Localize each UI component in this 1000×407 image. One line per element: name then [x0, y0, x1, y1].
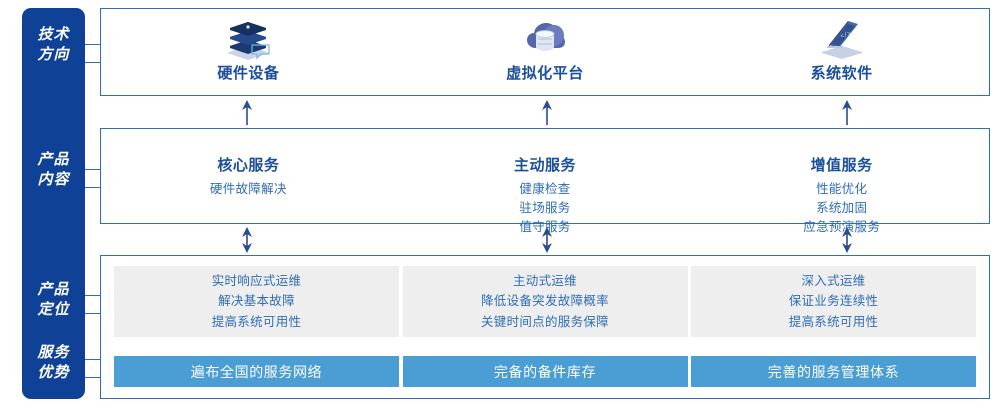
- tech-title: 系统软件: [810, 65, 873, 82]
- position-line: 实时响应式运维: [211, 274, 302, 289]
- sidebar-label-line2: 优势: [37, 363, 70, 381]
- position-line: 主动式运维: [512, 274, 577, 289]
- sidebar-rail: [22, 8, 85, 399]
- connector-stub: [85, 44, 100, 45]
- position-card[interactable]: 深入式运维 保证业务连续性 提高系统可用性: [691, 266, 976, 337]
- content-column-core-service[interactable]: 核心服务 硬件故障解决: [100, 128, 397, 224]
- connector-stub: [85, 313, 100, 314]
- sidebar-label-line2: 方向: [37, 45, 70, 63]
- sidebar-label-line2: 内容: [37, 170, 70, 188]
- sidebar-label-line2: 定位: [37, 300, 70, 318]
- sidebar-label-line1: 技术: [37, 26, 70, 43]
- sidebar-label-line1: 产品: [37, 281, 70, 298]
- position-card[interactable]: 主动式运维 降低设备突发故障概率 关键时间点的服务保障: [402, 266, 688, 337]
- tech-column-hardware[interactable]: 硬件设备: [100, 8, 397, 96]
- svg-text:</>: </>: [839, 30, 852, 40]
- position-line: 提高系统可用性: [211, 314, 302, 329]
- connector-stub: [85, 295, 100, 296]
- arrow-up-down-icon: [838, 227, 856, 258]
- tech-column-virtualization[interactable]: 虚拟化平台: [397, 8, 694, 96]
- connector-stub: [85, 359, 100, 360]
- arrow-up-icon: [238, 99, 256, 130]
- laptop-code-icon: </>: [815, 15, 869, 61]
- sidebar-label-line1: 服务: [37, 344, 70, 361]
- content-item: 系统加固: [816, 201, 868, 215]
- tech-column-system-software[interactable]: </> 系统软件: [693, 8, 990, 96]
- advantage-bar[interactable]: 完备的备件库存: [402, 356, 688, 387]
- content-item: 应急预演服务: [803, 220, 881, 234]
- product-position-row: 实时响应式运维 解决基本故障 提高系统可用性 主动式运维 降低设备突发故障概率 …: [114, 266, 976, 337]
- content-column-value-added-service[interactable]: 增值服务 性能优化 系统加固 应急预演服务: [693, 128, 990, 234]
- product-content-row: 核心服务 硬件故障解决 主动服务 健康检查 驻场服务 值守服务 增值服务 性能优…: [100, 128, 990, 235]
- cloud-database-icon: [518, 15, 572, 61]
- tech-title: 虚拟化平台: [506, 65, 584, 82]
- position-line: 深入式运维: [801, 274, 866, 289]
- content-item: 硬件故障解决: [209, 181, 287, 196]
- connector-stub: [85, 62, 100, 63]
- arrow-up-down-icon: [538, 227, 556, 258]
- connector-stub: [85, 169, 100, 170]
- content-title: 增值服务: [810, 157, 873, 174]
- arrow-up-icon: [838, 99, 856, 130]
- product-content-panel: [100, 128, 990, 224]
- sidebar-item-product-content[interactable]: 产品 内容: [22, 150, 85, 190]
- content-item: 健康检查: [519, 182, 571, 196]
- content-column-proactive-service[interactable]: 主动服务 健康检查 驻场服务 值守服务: [397, 128, 694, 234]
- stacked-servers-icon: [221, 15, 275, 61]
- tech-direction-row: 硬件设备 虚拟化平台: [100, 8, 990, 96]
- bottom-section-content: 实时响应式运维 解决基本故障 提高系统可用性 主动式运维 降低设备突发故障概率 …: [100, 255, 990, 399]
- content-item: 性能优化: [816, 182, 868, 196]
- position-card[interactable]: 实时响应式运维 解决基本故障 提高系统可用性: [114, 266, 399, 337]
- arrow-up-down-icon: [238, 227, 256, 258]
- position-line: 保证业务连续性: [788, 294, 879, 309]
- sidebar-label-line1: 产品: [37, 151, 70, 168]
- advantage-bar[interactable]: 遍布全国的服务网络: [114, 356, 399, 387]
- content-item: 驻场服务: [519, 201, 571, 215]
- position-line: 提高系统可用性: [788, 314, 879, 329]
- position-line: 关键时间点的服务保障: [480, 314, 609, 329]
- connector-stub: [85, 377, 100, 378]
- advantage-bar[interactable]: 完善的服务管理体系: [691, 356, 976, 387]
- position-line: 降低设备突发故障概率: [480, 294, 609, 309]
- position-line: 解决基本故障: [218, 294, 295, 309]
- arrow-up-icon: [538, 99, 556, 130]
- tech-title: 硬件设备: [217, 65, 280, 82]
- sidebar-item-tech-direction[interactable]: 技术 方向: [22, 25, 85, 65]
- content-title: 核心服务: [217, 156, 280, 174]
- sidebar-item-service-advantage[interactable]: 服务 优势: [22, 343, 85, 383]
- content-title: 主动服务: [514, 157, 577, 174]
- connector-stub: [85, 187, 100, 188]
- sidebar-item-product-position[interactable]: 产品 定位: [22, 280, 85, 320]
- content-item: 值守服务: [519, 220, 571, 234]
- service-advantage-row: 遍布全国的服务网络 完备的备件库存 完善的服务管理体系: [114, 356, 976, 387]
